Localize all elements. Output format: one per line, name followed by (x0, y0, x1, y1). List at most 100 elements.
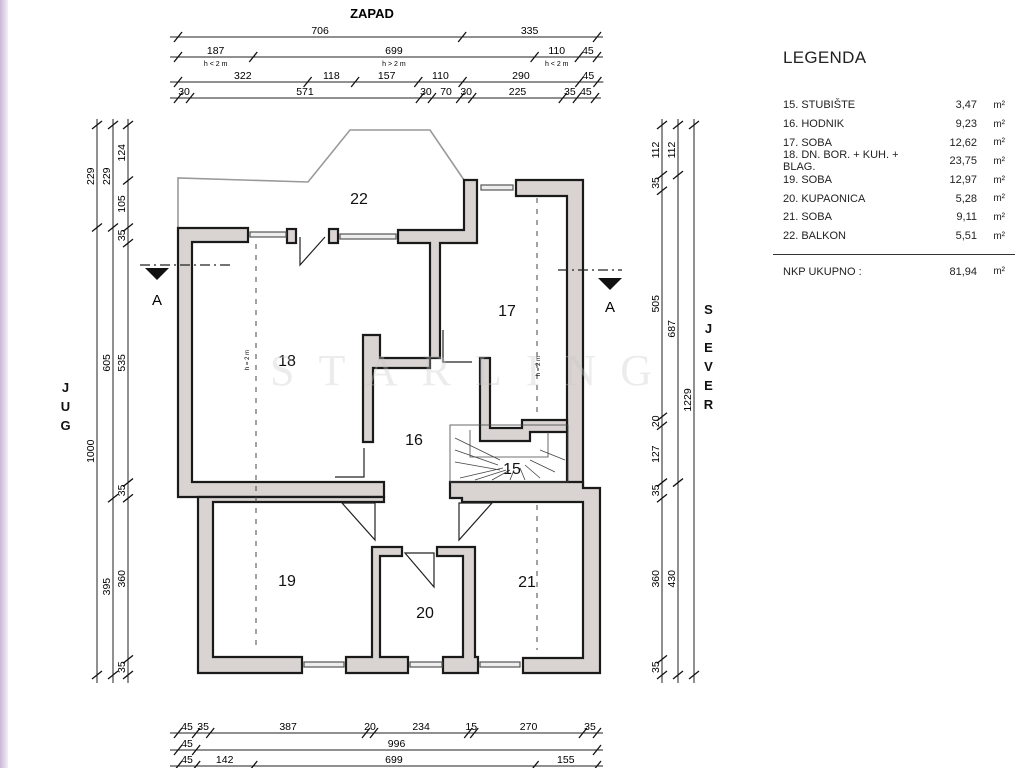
dimension-label: 699 (385, 754, 403, 766)
dimension-tick (469, 727, 479, 739)
dimension-tick (574, 51, 584, 63)
room-18: 18 (278, 353, 296, 370)
dimension-tick (369, 727, 379, 739)
orientation-left: JUG (58, 380, 73, 437)
dimension-tick (467, 92, 477, 104)
legend-total: NKP UKUPNO : 81,94 m² (783, 263, 1005, 282)
wall-mid-right (448, 480, 602, 675)
dimension-label: 322 (234, 70, 252, 82)
legend-divider (773, 253, 1015, 255)
dimension-label: 30 (420, 86, 432, 98)
dimension-tick (656, 170, 668, 180)
room-15: 15 (503, 461, 521, 478)
dimension-tick (592, 727, 602, 739)
legend-item-unit: m² (993, 174, 1005, 186)
dimension-tick (173, 76, 183, 88)
dimension-label: 35 (197, 721, 209, 733)
dimension-tick (175, 760, 183, 768)
dimension-tick (656, 412, 668, 422)
dimension-label: 360 (116, 570, 128, 588)
dimension-tick (558, 92, 568, 104)
dimension-label: 35 (650, 484, 662, 496)
dimension-label: 155 (557, 754, 575, 766)
dimension-tick (173, 92, 183, 104)
dimension-label: 105 (116, 195, 128, 213)
dimension-tick (122, 222, 134, 232)
dimension-label: 187 (207, 45, 225, 57)
stairs (449, 424, 569, 483)
section-label-left: A (152, 292, 162, 309)
dimension-tick (656, 120, 668, 130)
dimension-tick (185, 92, 195, 104)
dimension-label: 387 (279, 721, 297, 733)
dimension-label: 142 (216, 754, 234, 766)
dimension-label: 35 (564, 86, 576, 98)
dimension-label: 430 (666, 570, 678, 588)
total-area: 81,94 (949, 265, 977, 278)
dimension-tick (592, 51, 602, 63)
legend-item-area: 5,51 (955, 230, 977, 243)
dimension-label: 35 (116, 484, 128, 496)
dimension-tick (107, 493, 119, 503)
dimension-tick (672, 120, 684, 130)
dimension-label: 1000 (85, 439, 97, 463)
dimension-label: 70 (440, 86, 452, 98)
dimension-tick (656, 421, 668, 431)
legend-item-area: 9,23 (955, 118, 977, 131)
orientation-right: SJEVER (701, 302, 716, 416)
dimension-label: 395 (101, 578, 113, 596)
dimension-tick (530, 51, 540, 63)
dimension-label: 112 (666, 142, 678, 159)
dimension-tick (173, 31, 183, 43)
dimension-label: 30 (178, 86, 190, 98)
legend-item-name: 21. SOBA (783, 211, 832, 224)
dimension-tick (688, 120, 700, 130)
height-note: h = 2 m (536, 356, 542, 376)
dimension-label: 110 (548, 45, 565, 57)
section-lines (140, 264, 622, 271)
dimension-tick (122, 478, 134, 488)
dimension-tick (455, 92, 465, 104)
window-post (285, 227, 298, 245)
dimension-tick (191, 744, 201, 756)
dimension-label: 124 (116, 144, 128, 162)
door-swings (299, 236, 494, 589)
legend-item-unit: m² (993, 118, 1005, 130)
legend-item-area: 12,97 (949, 174, 977, 187)
dimension-label: 15 (465, 721, 477, 733)
legend-title: LEGENDA (783, 48, 867, 67)
dimension-label: 118 (323, 70, 340, 82)
room-17: 17 (498, 303, 516, 320)
legend-item-name: 17. SOBA (783, 136, 832, 149)
dimension-tick (107, 222, 119, 232)
dimension-label: 699 (385, 45, 403, 57)
dimension-tick (173, 727, 183, 739)
dimension-label: 20 (650, 415, 662, 427)
dimension-tick (656, 478, 668, 488)
legend-item-unit: m² (993, 211, 1005, 223)
legend-item-name: 20. KUPAONICA (783, 192, 866, 205)
dimension-tick (250, 760, 258, 768)
hatch-lines (255, 198, 538, 650)
dimension-tick (656, 493, 668, 503)
dimension-tick (91, 670, 103, 680)
dimension-tick (572, 92, 582, 104)
dimension-tick (248, 51, 258, 63)
legend-item-unit: m² (993, 230, 1005, 242)
legend-item-unit: m² (993, 137, 1005, 149)
height-note-label: h < 2 m (545, 61, 569, 68)
dimension-tick (413, 76, 423, 88)
dimension-tick (458, 76, 468, 88)
dimension-tick (122, 175, 134, 185)
dimension-tick (205, 727, 215, 739)
dimension-tick (672, 170, 684, 180)
dimension-tick (415, 92, 425, 104)
dimension-tick (303, 76, 313, 88)
dimension-tick (122, 493, 134, 503)
wall-18-top-right (396, 178, 479, 360)
